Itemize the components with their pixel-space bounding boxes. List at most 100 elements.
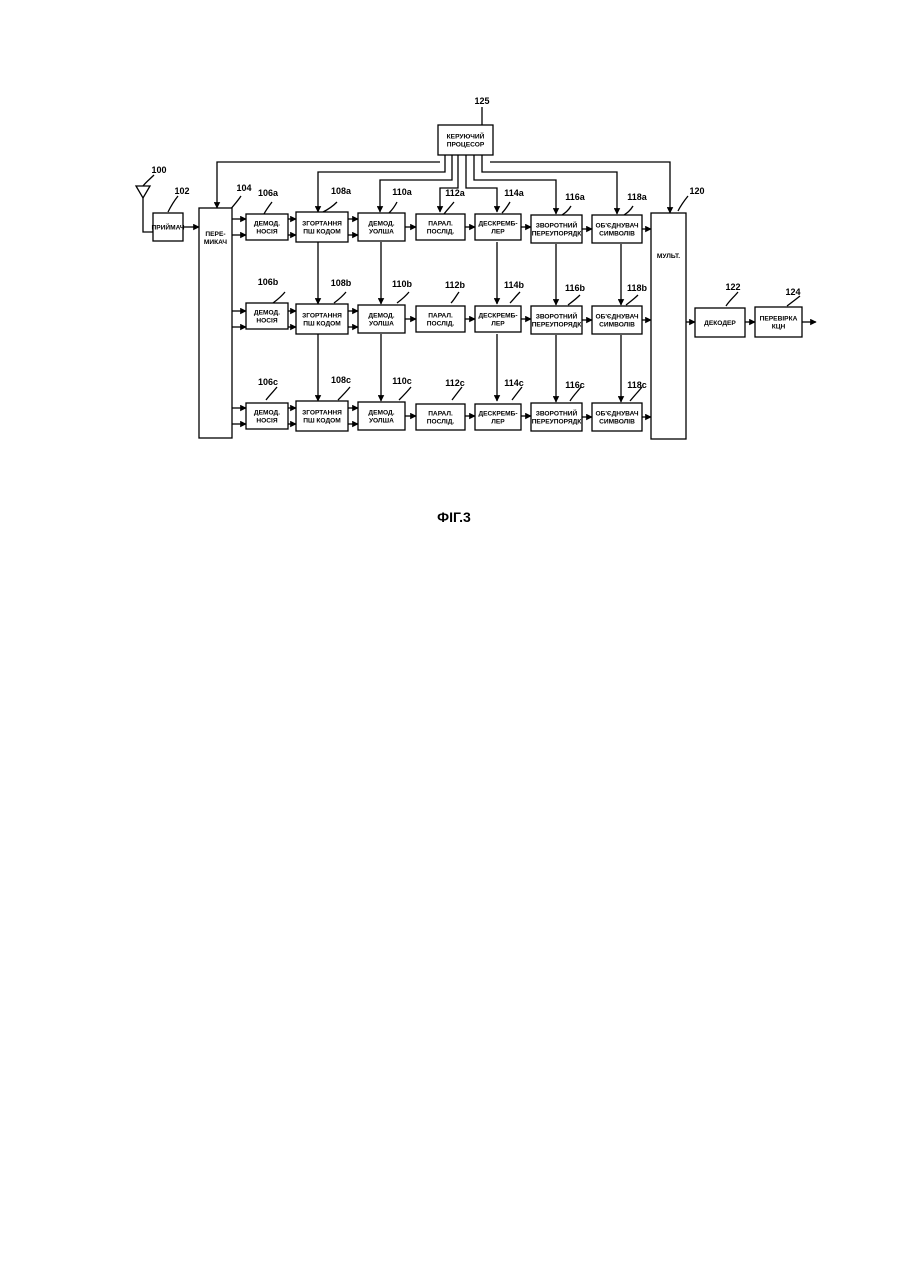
ref-pn-despread-a: 108a xyxy=(331,186,352,196)
par-ser-block-b-label: ПОСЛІД. xyxy=(427,321,455,328)
ref-descrambler-c: 114c xyxy=(504,378,524,388)
pn-despread-block-a-label: ЗГОРТАННЯ xyxy=(302,221,342,228)
ref-walsh-demod-c: 110c xyxy=(392,376,412,386)
controller-block: КЕРУЮЧИЙПРОЦЕСОР xyxy=(438,125,493,155)
descrambler-block-b-label: ЛЕР xyxy=(491,321,505,328)
ref-symbol-combiner-b: 118b xyxy=(627,283,648,293)
ref-symbol-combiner-c: 118c xyxy=(627,380,647,390)
controller-block-label: ПРОЦЕСОР xyxy=(447,142,485,149)
carrier-demod-block-a-label: ДЕМОД. xyxy=(254,221,280,228)
ref-symbol-combiner-a: 118a xyxy=(627,192,648,202)
descrambler-block-c-label: ДЕСКРЕМБ- xyxy=(478,411,517,418)
carrier-demod-block-c-label: НОСІЯ xyxy=(256,418,277,425)
deinterleaver-block-c-label: ЗВОРОТНИЙ xyxy=(536,409,578,418)
ref-descrambler-a: 114a xyxy=(504,188,525,198)
ref-antenna: 100 xyxy=(151,165,166,175)
crc-check-block-label: ПЕРЕВІРКА xyxy=(760,316,798,323)
carrier-demod-block-b-label: ДЕМОД. xyxy=(254,310,280,317)
par-ser-block-b: ПАРАЛ.ПОСЛІД. xyxy=(416,306,465,332)
descrambler-block-a-label: ЛЕР xyxy=(491,229,505,236)
ref-par-ser-c: 112c xyxy=(445,378,465,388)
ref-switch: 104 xyxy=(236,183,251,193)
carrier-demod-block-a-label: НОСІЯ xyxy=(256,229,277,236)
carrier-demod-block-c: ДЕМОД.НОСІЯ xyxy=(246,403,288,429)
ref-carrier-demod-b: 106b xyxy=(258,277,279,287)
ref-walsh-demod-a: 110a xyxy=(392,187,413,197)
walsh-demod-block-c-label: ДЕМОД. xyxy=(368,410,394,417)
deinterleaver-block-a-label: ПЕРЕУПОРЯДК xyxy=(532,231,583,238)
carrier-demod-block-b: ДЕМОД.НОСІЯ xyxy=(246,303,288,329)
walsh-demod-block-a: ДЕМОД.УОЛША xyxy=(358,213,405,241)
signal-lines xyxy=(143,155,816,424)
symbol-combiner-block-b-label: СИМВОЛІВ xyxy=(599,322,635,329)
walsh-demod-block-a-label: УОЛША xyxy=(369,229,394,236)
controller-block-label: КЕРУЮЧИЙ xyxy=(447,132,485,141)
par-ser-block-c-label: ПАРАЛ. xyxy=(428,411,453,418)
antenna-icon xyxy=(136,186,150,198)
walsh-demod-block-a-label: ДЕМОД. xyxy=(368,221,394,228)
pn-despread-block-a-label: ПШ КОДОМ xyxy=(303,229,341,236)
deinterleaver-block-c-label: ПЕРЕУПОРЯДК xyxy=(532,419,583,426)
deinterleaver-block-b: ЗВОРОТНИЙПЕРЕУПОРЯДК xyxy=(531,306,582,334)
decoder-block: ДЕКОДЕР xyxy=(695,308,745,337)
deinterleaver-block-c: ЗВОРОТНИЙПЕРЕУПОРЯДК xyxy=(531,403,582,431)
multiplexer-block-box xyxy=(651,213,686,439)
pn-despread-block-c-label: ЗГОРТАННЯ xyxy=(302,410,342,417)
descrambler-block-c: ДЕСКРЕМБ-ЛЕР xyxy=(475,404,521,430)
descrambler-block-a-label: ДЕСКРЕМБ- xyxy=(478,221,517,228)
par-ser-block-b-label: ПАРАЛ. xyxy=(428,313,453,320)
par-ser-block-a: ПАРАЛ.ПОСЛІД. xyxy=(416,214,465,240)
pn-despread-block-c-label: ПШ КОДОМ xyxy=(303,418,341,425)
deinterleaver-block-b-label: ЗВОРОТНИЙ xyxy=(536,312,578,321)
symbol-combiner-block-a: ОБ'ЄДНУВАЧСИМВОЛІВ xyxy=(592,215,642,243)
par-ser-block-a-label: ПОСЛІД. xyxy=(427,229,455,236)
deinterleaver-block-a-label: ЗВОРОТНИЙ xyxy=(536,221,578,230)
ref-carrier-demod-a: 106a xyxy=(258,188,279,198)
pn-despread-block-c: ЗГОРТАННЯПШ КОДОМ xyxy=(296,401,348,431)
walsh-demod-block-b-label: УОЛША xyxy=(369,321,394,328)
descrambler-block-b: ДЕСКРЕМБ-ЛЕР xyxy=(475,306,521,332)
carrier-demod-block-a: ДЕМОД.НОСІЯ xyxy=(246,214,288,240)
figure-caption: ФІГ.3 xyxy=(437,509,471,525)
ref-deinterleaver-a: 116a xyxy=(565,192,586,202)
par-ser-block-c: ПАРАЛ.ПОСЛІД. xyxy=(416,404,465,430)
switch-block-label: МИКАЧ xyxy=(204,239,228,246)
decoder-block-label: ДЕКОДЕР xyxy=(704,320,736,327)
par-ser-block-c-label: ПОСЛІД. xyxy=(427,419,455,426)
walsh-demod-block-b: ДЕМОД.УОЛША xyxy=(358,305,405,333)
multiplexer-block-label: МУЛЬТ. xyxy=(657,253,680,260)
ref-deinterleaver-b: 116b xyxy=(565,283,586,293)
deinterleaver-block-b-label: ПЕРЕУПОРЯДК xyxy=(532,322,583,329)
symbol-combiner-block-a-label: ОБ'ЄДНУВАЧ xyxy=(595,223,638,230)
walsh-demod-block-c-label: УОЛША xyxy=(369,418,394,425)
crc-check-block-label: КЦН xyxy=(772,324,786,331)
symbol-combiner-block-c-label: СИМВОЛІВ xyxy=(599,419,635,426)
ref-crc-check: 124 xyxy=(785,287,800,297)
ref-descrambler-b: 114b xyxy=(504,280,525,290)
symbol-combiner-block-c-label: ОБ'ЄДНУВАЧ xyxy=(595,411,638,418)
receiver-block: ПРИЙМАЧ xyxy=(151,213,184,241)
par-ser-block-a-label: ПАРАЛ. xyxy=(428,221,453,228)
pn-despread-block-a: ЗГОРТАННЯПШ КОДОМ xyxy=(296,212,348,242)
ref-par-ser-a: 112a xyxy=(445,188,466,198)
ref-deinterleaver-c: 116c xyxy=(565,380,585,390)
descrambler-block-b-label: ДЕСКРЕМБ- xyxy=(478,313,517,320)
descrambler-block-a: ДЕСКРЕМБ-ЛЕР xyxy=(475,214,521,240)
symbol-combiner-block-b: ОБ'ЄДНУВАЧСИМВОЛІВ xyxy=(592,306,642,334)
walsh-demod-block-c: ДЕМОД.УОЛША xyxy=(358,402,405,430)
ref-par-ser-b: 112b xyxy=(445,280,466,290)
carrier-demod-block-b-label: НОСІЯ xyxy=(256,318,277,325)
pn-despread-block-b-label: ПШ КОДОМ xyxy=(303,321,341,328)
receiver-block-label: ПРИЙМАЧ xyxy=(151,223,184,232)
walsh-demod-block-b-label: ДЕМОД. xyxy=(368,313,394,320)
symbol-combiner-block-c: ОБ'ЄДНУВАЧСИМВОЛІВ xyxy=(592,403,642,431)
ref-receiver: 102 xyxy=(174,186,189,196)
carrier-demod-block-c-label: ДЕМОД. xyxy=(254,410,280,417)
ref-pn-despread-b: 108b xyxy=(331,278,352,288)
pn-despread-block-b: ЗГОРТАННЯПШ КОДОМ xyxy=(296,304,348,334)
ref-carrier-demod-c: 106c xyxy=(258,377,278,387)
switch-block-label: ПЕРЕ- xyxy=(205,231,225,238)
switch-block: ПЕРЕ-МИКАЧ xyxy=(199,208,232,438)
ref-decoder: 122 xyxy=(725,282,740,292)
multiplexer-block: МУЛЬТ. xyxy=(651,213,686,439)
